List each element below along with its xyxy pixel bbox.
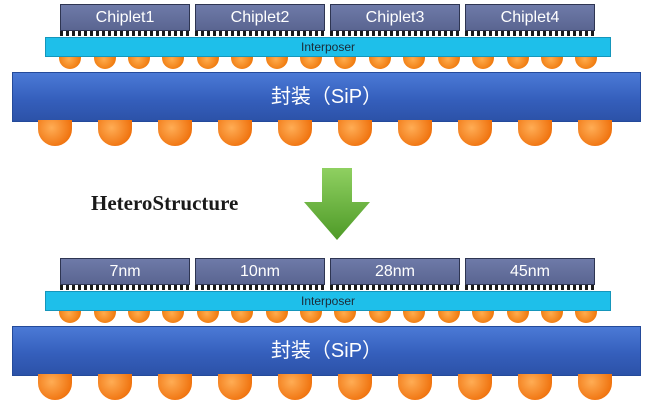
solder-ball — [578, 120, 612, 146]
microbump-row — [195, 31, 325, 36]
solder-ball — [578, 374, 612, 400]
c4-bump — [128, 55, 150, 69]
chiplet-10nm: 10nm — [195, 258, 325, 285]
microbump-row — [465, 285, 595, 290]
c4-bump — [300, 55, 322, 69]
c4-bump — [162, 55, 184, 69]
microbump-row — [465, 31, 595, 36]
heterostructure-caption: HeteroStructure — [91, 191, 239, 215]
down-arrow-icon — [304, 168, 370, 240]
c4-bump — [541, 55, 563, 69]
solder-ball — [458, 120, 492, 146]
c4-bump — [507, 55, 529, 69]
solder-ball — [38, 120, 72, 146]
c4-bump — [334, 55, 356, 69]
c4-bump — [369, 309, 391, 323]
solder-ball — [158, 120, 192, 146]
solder-ball — [338, 374, 372, 400]
chiplet-1: Chiplet1 — [60, 4, 190, 31]
microbump-row — [60, 31, 190, 36]
package-diagram-bottom: 7nm 10nm 28nm 45nm Interposer 封装（SiP） — [0, 254, 652, 404]
solder-ball — [398, 374, 432, 400]
c4-bump — [94, 55, 116, 69]
microbump-row — [330, 285, 460, 290]
chiplet-28nm: 28nm — [330, 258, 460, 285]
c4-bump — [128, 309, 150, 323]
c4-bump — [472, 55, 494, 69]
package-diagram-top: Chiplet1 Chiplet2 Chiplet3 Chiplet4 Inte… — [0, 0, 652, 150]
c4-bump — [231, 309, 253, 323]
solder-ball — [38, 374, 72, 400]
microbump-row — [60, 285, 190, 290]
microbump-row — [330, 31, 460, 36]
c4-bump — [369, 55, 391, 69]
c4-bump — [438, 55, 460, 69]
chiplet-45nm: 45nm — [465, 258, 595, 285]
c4-bump — [403, 55, 425, 69]
c4-bump — [541, 309, 563, 323]
solder-ball — [278, 120, 312, 146]
solder-ball — [98, 374, 132, 400]
solder-ball — [518, 374, 552, 400]
solder-ball — [338, 120, 372, 146]
solder-ball — [518, 120, 552, 146]
solder-ball — [398, 120, 432, 146]
solder-ball — [158, 374, 192, 400]
solder-ball — [98, 120, 132, 146]
c4-bump — [334, 309, 356, 323]
c4-bump — [300, 309, 322, 323]
interposer: Interposer — [45, 291, 611, 311]
chiplet-2: Chiplet2 — [195, 4, 325, 31]
c4-bump — [472, 309, 494, 323]
c4-bump — [94, 309, 116, 323]
c4-bump — [59, 55, 81, 69]
solder-ball — [218, 120, 252, 146]
chiplet-3: Chiplet3 — [330, 4, 460, 31]
c4-bump — [507, 309, 529, 323]
c4-bump — [162, 309, 184, 323]
interposer: Interposer — [45, 37, 611, 57]
c4-bump — [266, 55, 288, 69]
microbump-row — [195, 285, 325, 290]
c4-bump — [575, 55, 597, 69]
c4-bump — [575, 309, 597, 323]
chiplet-4: Chiplet4 — [465, 4, 595, 31]
solder-ball — [458, 374, 492, 400]
c4-bump — [403, 309, 425, 323]
solder-ball — [218, 374, 252, 400]
package-substrate: 封装（SiP） — [12, 72, 641, 122]
c4-bump — [197, 55, 219, 69]
c4-bump — [438, 309, 460, 323]
c4-bump — [231, 55, 253, 69]
c4-bump — [197, 309, 219, 323]
chiplet-7nm: 7nm — [60, 258, 190, 285]
c4-bump — [266, 309, 288, 323]
c4-bump — [59, 309, 81, 323]
solder-ball — [278, 374, 312, 400]
package-substrate: 封装（SiP） — [12, 326, 641, 376]
